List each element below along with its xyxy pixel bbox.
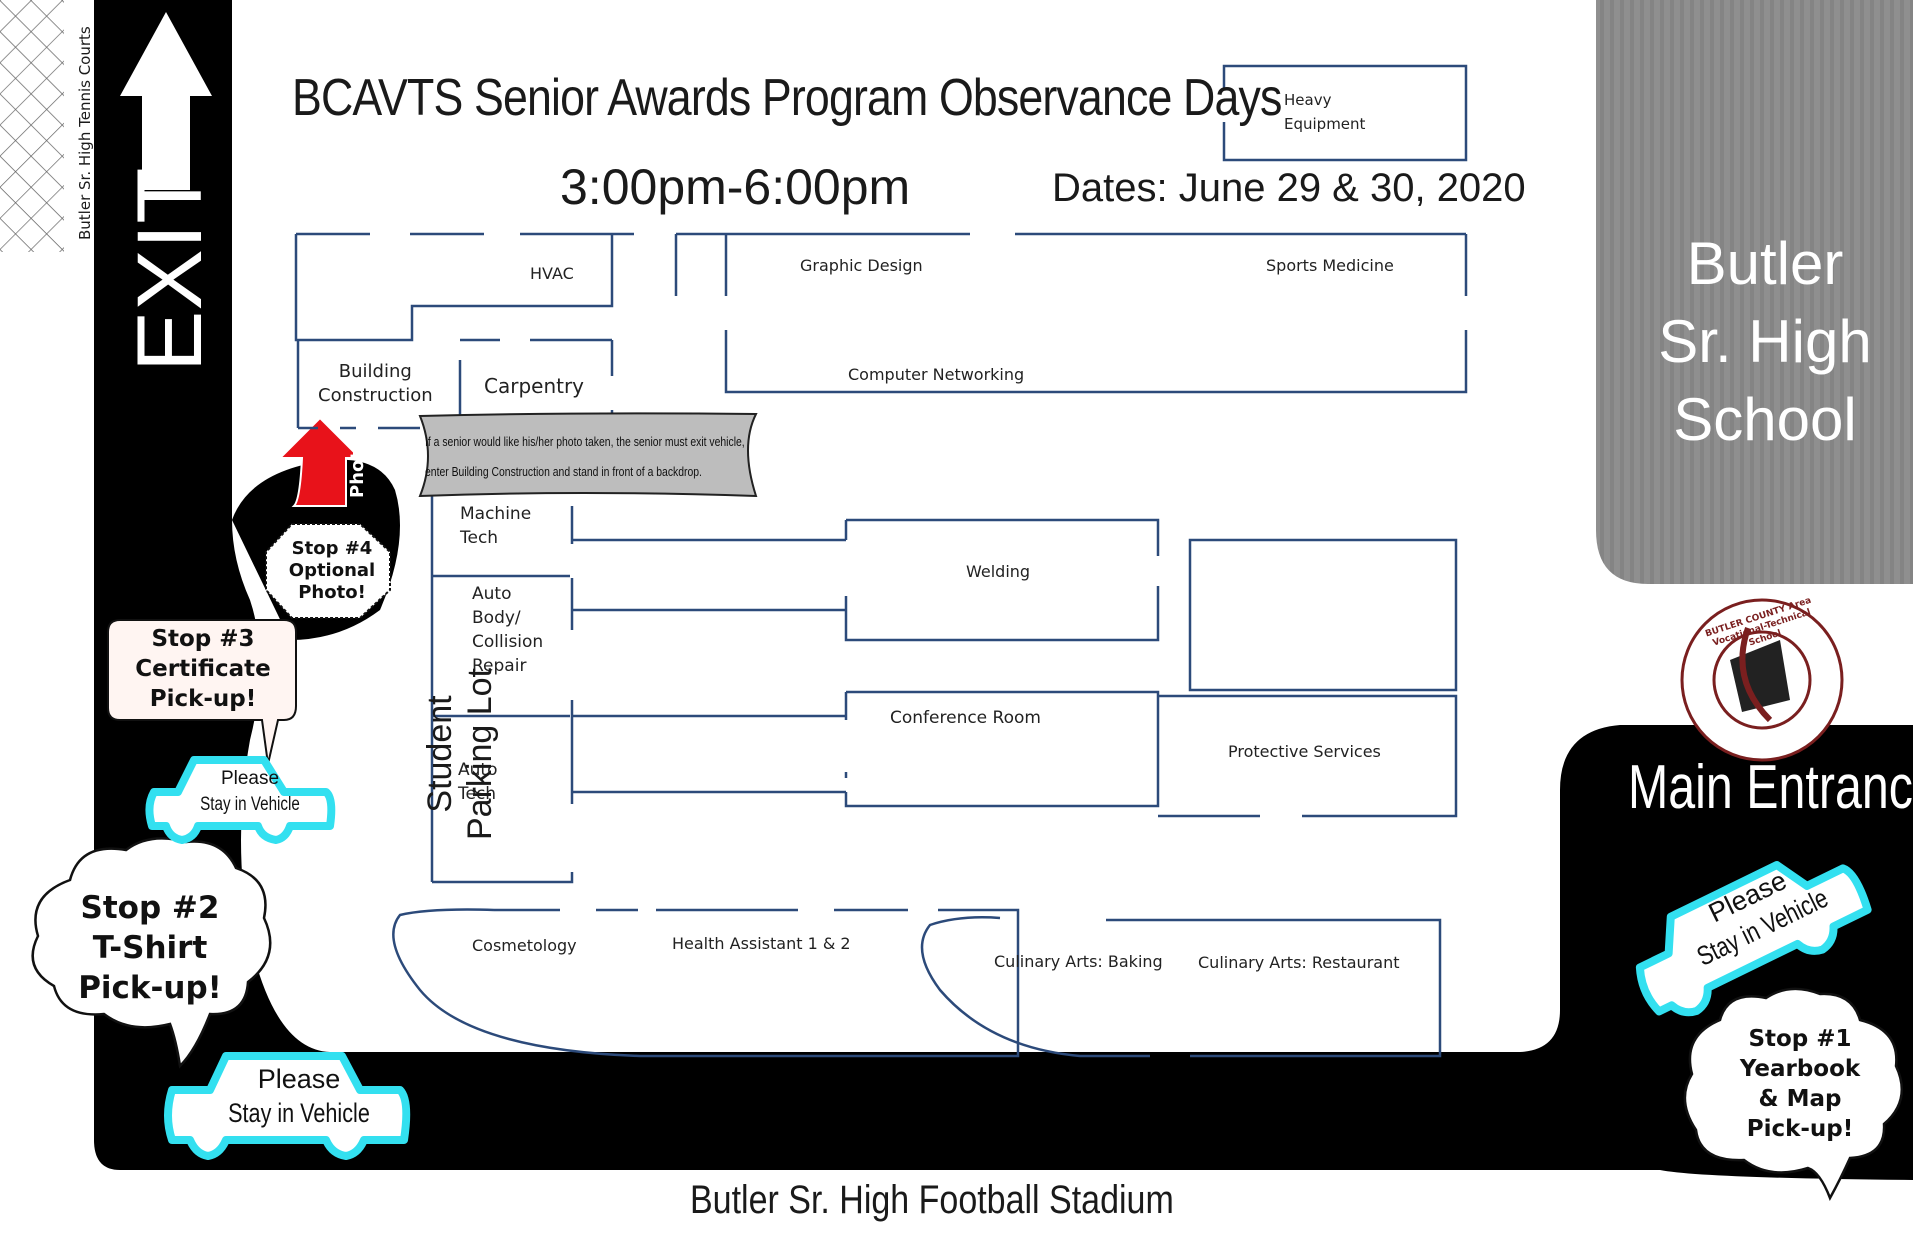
logo-icon (1680, 598, 1844, 762)
car-icon (1635, 861, 1872, 1017)
stop1-cloud (1683, 987, 1904, 1201)
tennis-court-icon (0, 0, 64, 252)
time-range: 3:00pm-6:00pm (560, 159, 911, 215)
room-protective-services: Protective Services (1228, 742, 1381, 761)
student-parking-label: Student Parking Lot (421, 668, 499, 840)
school-building (1596, 0, 1913, 584)
photo-banner (418, 412, 758, 498)
stop1-text: Stop #1 Yearbook & Map Pick-up! (1739, 1026, 1861, 1142)
room-culinary-baking: Culinary Arts: Baking (994, 952, 1163, 971)
room-machine-tech: Machine Tech (460, 504, 532, 548)
photo-banner-text: If a senior would like his/her photo tak… (425, 434, 745, 479)
building-walls (294, 64, 1468, 1058)
car-notice-1: Please Stay in Vehicle (200, 768, 300, 815)
room-sports-medicine: Sports Medicine (1266, 256, 1394, 275)
exit-label: EXIT (119, 167, 221, 372)
room-conference: Conference Room (890, 708, 1041, 728)
stop3-bubble (107, 619, 297, 765)
photo-label: Photo (347, 438, 368, 498)
school-name: Butler Sr. High School (1658, 230, 1872, 453)
room-cosmetology: Cosmetology (472, 936, 577, 955)
room-welding: Welding (966, 562, 1031, 581)
car-icon (145, 756, 336, 844)
event-dates: Dates: June 29 & 30, 2020 (1052, 166, 1526, 210)
room-carpentry: Carpentry (484, 374, 585, 398)
room-auto-tech: Auto Tech (458, 760, 498, 804)
car-icon (164, 1052, 411, 1160)
room-health-assistant: Health Assistant 1 & 2 (672, 934, 851, 953)
room-computer-networking: Computer Networking (848, 365, 1025, 384)
room-auto-body: Auto Body/ Collision Repair (472, 584, 544, 676)
stop4-badge (265, 523, 391, 619)
page-title: BCAVTS Senior Awards Program Observance … (292, 69, 1282, 127)
room-heavy-equipment: Heavy Equipment (1284, 91, 1366, 133)
stop4-text: Stop #4 Optional Photo! (288, 538, 376, 603)
room-culinary-restaurant: Culinary Arts: Restaurant (1198, 953, 1400, 972)
photo-arrow-icon (277, 416, 363, 507)
stop2-text: Stop #2 T-Shirt Pick-up! (78, 890, 222, 1006)
stadium-label: Butler Sr. High Football Stadium (690, 1178, 1174, 1222)
main-entrance-label: Main Entrance (1628, 753, 1913, 822)
stop3-text: Stop #3 Certificate Pick-up! (135, 626, 271, 712)
room-hvac: HVAC (530, 264, 574, 283)
exit-arrow-icon (120, 12, 212, 190)
road-bottom (330, 725, 1913, 1180)
room-graphic-design: Graphic Design (800, 256, 923, 275)
car-notice-2: Please Stay in Vehicle (228, 1064, 370, 1128)
tennis-courts-label: Butler Sr. High Tennis Courts (76, 26, 94, 240)
room-building-construction: Building Construction (318, 361, 433, 406)
